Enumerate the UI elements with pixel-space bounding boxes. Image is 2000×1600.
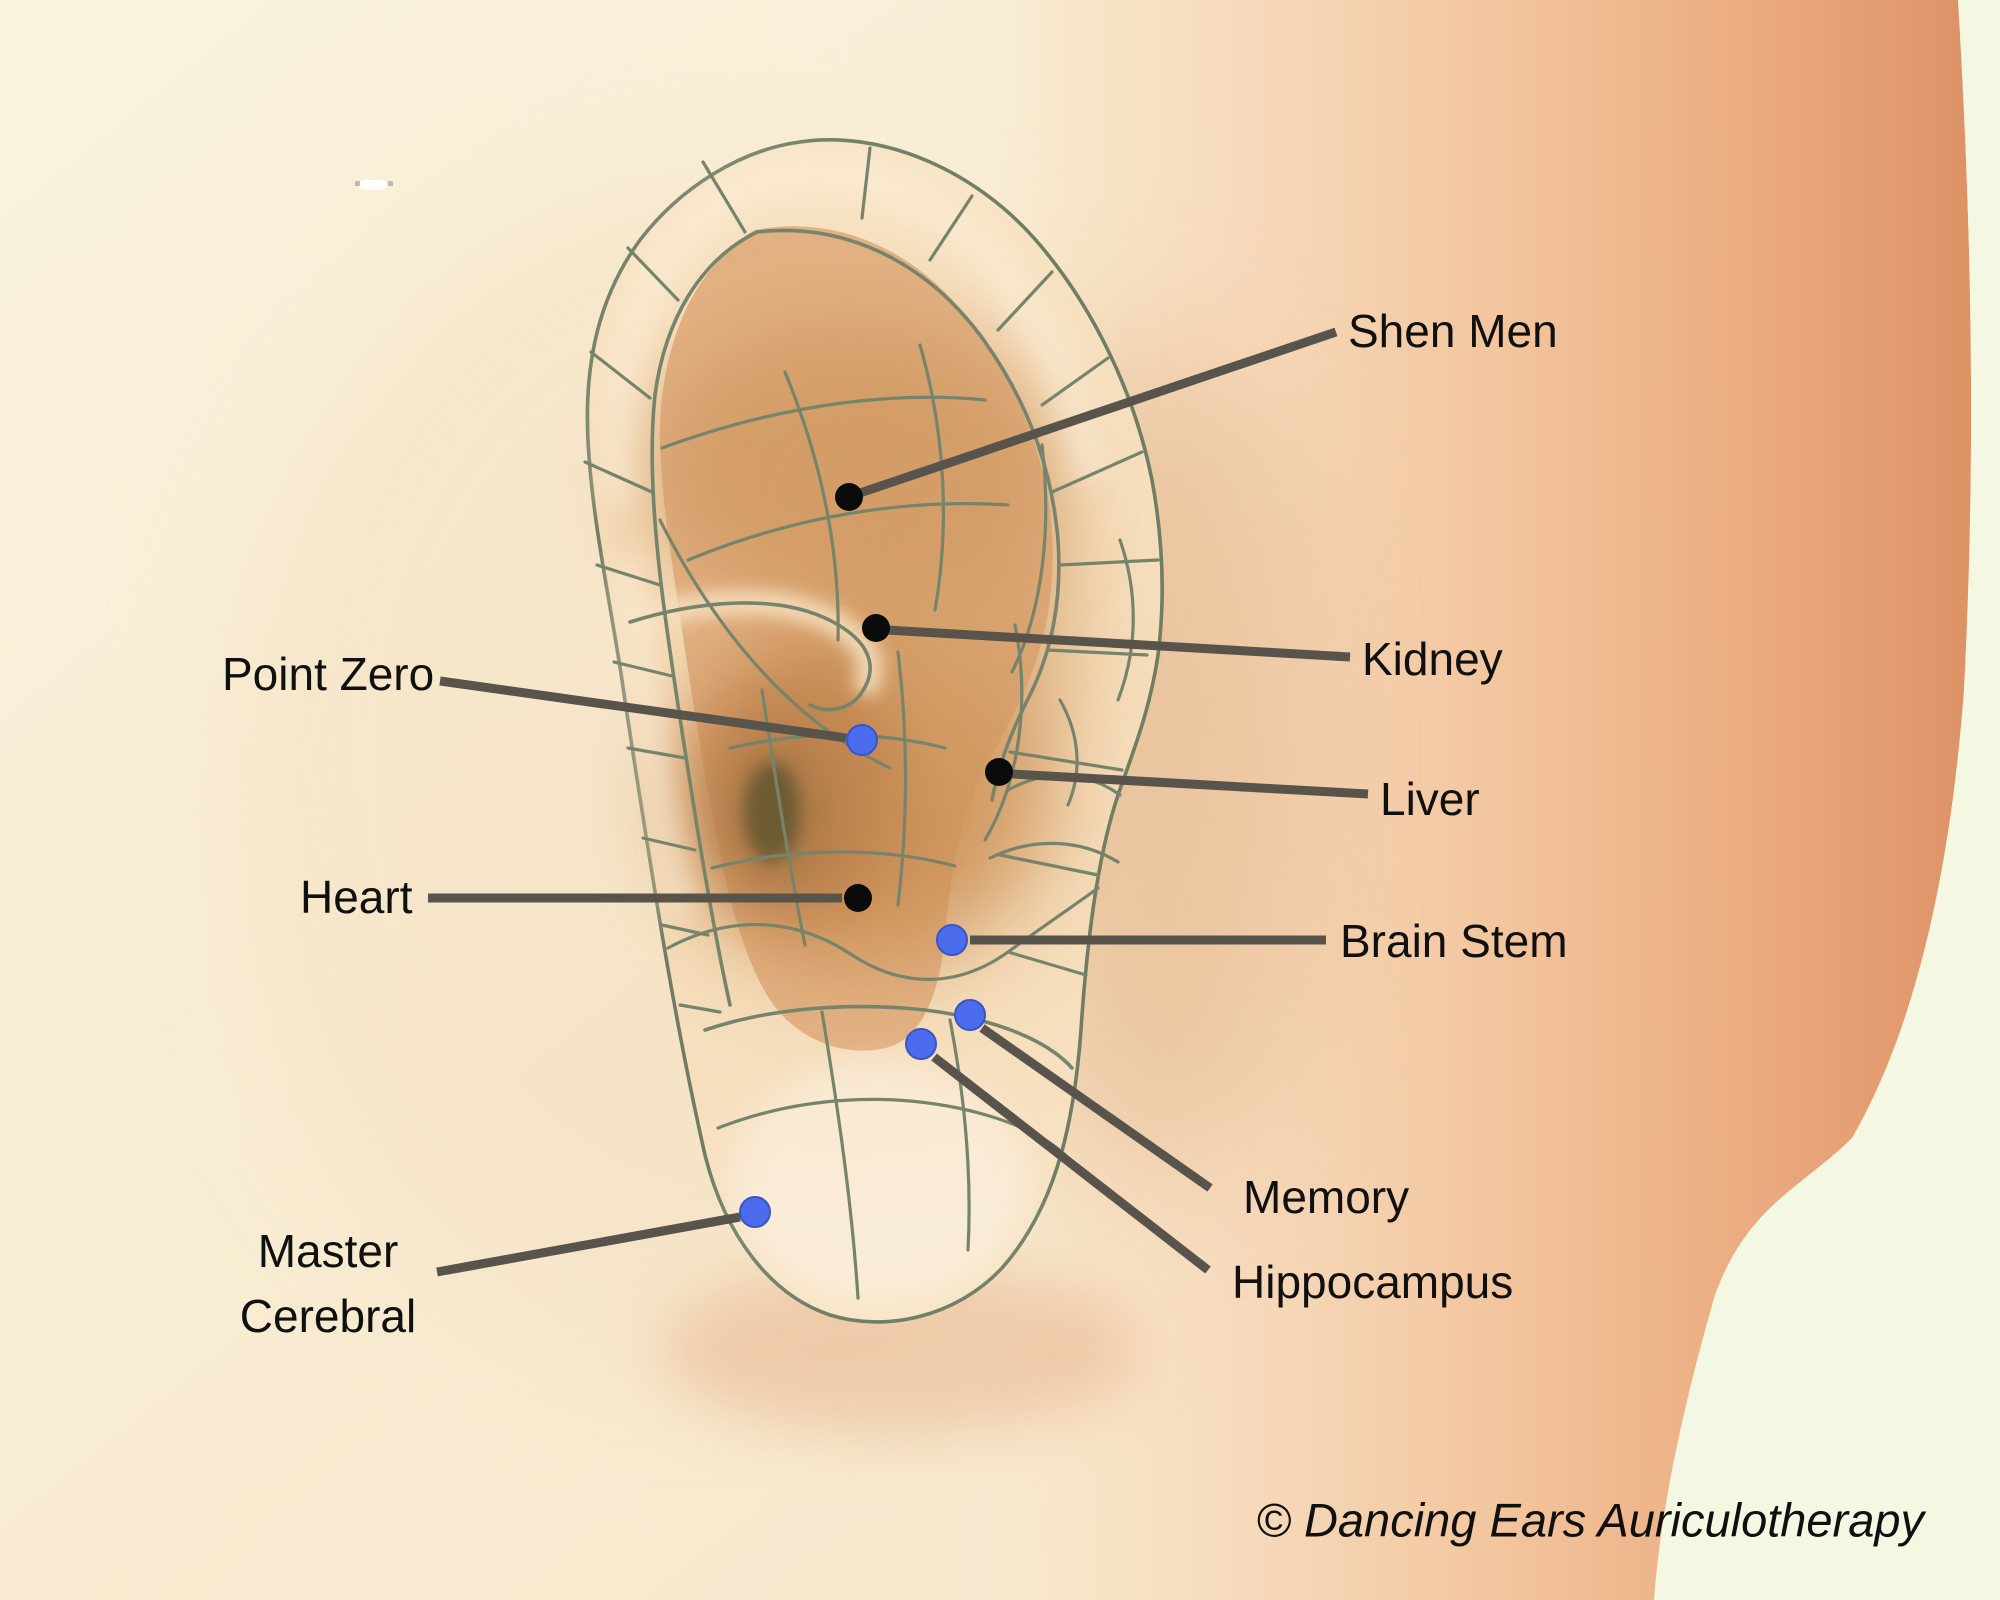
master-cerebral-dot bbox=[739, 1196, 771, 1228]
ear-canal bbox=[726, 737, 826, 893]
brain-stem-dot bbox=[936, 924, 968, 956]
hippocampus-dot bbox=[905, 1028, 937, 1060]
point-zero-dot bbox=[846, 724, 878, 756]
helix-highlight bbox=[600, 158, 1107, 1300]
rim-spokes bbox=[583, 146, 1160, 1014]
heart-dot bbox=[844, 884, 872, 912]
shen-men-dot bbox=[835, 483, 863, 511]
liver-pointer-line bbox=[1011, 769, 1369, 799]
kidney-pointer-line bbox=[885, 625, 1351, 662]
memory-pointer-line bbox=[979, 1024, 1213, 1192]
background-right bbox=[1654, 0, 2000, 1600]
kidney-label: Kidney bbox=[1362, 633, 1503, 685]
hippocampus-label: Hippocampus bbox=[1232, 1256, 1513, 1308]
memory-label: Memory bbox=[1243, 1171, 1409, 1223]
master-cerebral-label-line1: Master bbox=[258, 1225, 399, 1277]
brain-stem-label: Brain Stem bbox=[1340, 915, 1568, 967]
master-cerebral-label-line2: Cerebral bbox=[240, 1290, 416, 1342]
point-zero-pointer-line bbox=[439, 676, 847, 743]
hippocampus-pointer-line bbox=[931, 1053, 1211, 1274]
pointer-lines bbox=[428, 327, 1369, 1277]
point-labels: Shen Men Kidney Point Zero Liver Heart B… bbox=[222, 305, 1568, 1342]
liver-dot bbox=[985, 758, 1013, 786]
master-cerebral-pointer-line bbox=[436, 1212, 741, 1277]
heart-label: Heart bbox=[300, 871, 413, 923]
liver-label: Liver bbox=[1380, 773, 1480, 825]
shen-men-pointer-line bbox=[858, 327, 1338, 498]
point-dots bbox=[739, 483, 1013, 1228]
copyright-text: © Dancing Ears Auriculotherapy bbox=[1256, 1494, 1926, 1547]
artifact-mark bbox=[355, 180, 393, 190]
memory-dot bbox=[954, 999, 986, 1031]
shen-men-label: Shen Men bbox=[1348, 305, 1558, 357]
point-zero-label: Point Zero bbox=[222, 648, 434, 700]
kidney-dot bbox=[862, 614, 890, 642]
